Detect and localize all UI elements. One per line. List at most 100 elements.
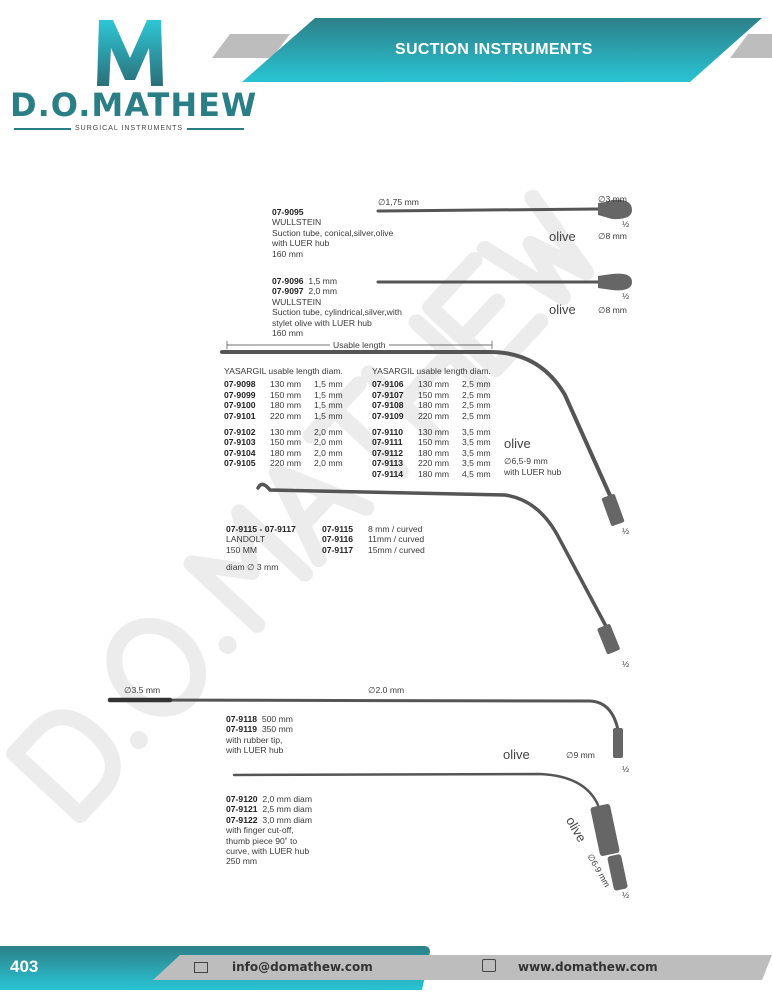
item-length: 250 mm — [226, 856, 258, 867]
landolt-items: 07-9115 8 mm / curved 07-9116 11mm / curved… — [322, 524, 425, 555]
item-diameter: 1,5 mm — [314, 389, 343, 400]
item-diameter: 2,0 mm — [314, 427, 343, 438]
email-link[interactable]: info@domathew.com — [232, 960, 373, 974]
item-diameter: 4,5 mm — [462, 468, 491, 479]
item-code: 07-9104 — [224, 447, 256, 458]
olive-label: olive — [549, 302, 576, 317]
item-code: 07-9122 — [226, 814, 258, 825]
item-code: 07-9110 — [372, 427, 404, 438]
scale-label: ½ — [622, 890, 630, 900]
long-tube — [108, 698, 620, 732]
item-desc: Suction tube, cylindrical,silver,with — [272, 307, 402, 318]
item-diameter: 2,0 mm — [314, 447, 343, 458]
yasargil-tube — [220, 350, 614, 502]
olive-diameter: ∅6,5-9 mm — [504, 456, 548, 466]
item-diameter: 2,0 mm — [314, 437, 343, 448]
page-title: SUCTION INSTRUMENTS — [395, 41, 593, 58]
instrument-drawings — [107, 199, 632, 891]
item-diameter: 3,5 mm — [462, 447, 491, 458]
item-desc: with LUER hub — [226, 745, 284, 756]
item-code: 07-9112 — [372, 447, 404, 458]
item-diameter: 1,5 mm — [314, 410, 343, 421]
page-number: 403 — [10, 957, 39, 976]
item-code: 07-9117 — [322, 544, 354, 555]
item-desc: with rubber tip, — [226, 734, 283, 745]
item-length: 160 mm — [272, 248, 304, 259]
header-banner — [212, 18, 772, 82]
item-length: 130 mm — [418, 379, 450, 390]
item-length: 130 mm — [270, 379, 302, 390]
table-row: 07-9115 8 mm / curved — [322, 524, 425, 534]
wullstein-cylindrical-desc: 07-9096 1,5 mm 07-9097 2,0 mm WULLSTEIN … — [272, 276, 402, 338]
item-code: 07-9107 — [372, 389, 404, 400]
item-desc: curve, with LUER hub — [226, 846, 310, 857]
olive-diameter: ∅9 mm — [566, 750, 595, 760]
item-code: 07-9119 — [226, 724, 258, 735]
olive-diameter: ∅8 mm — [598, 305, 627, 315]
item-length: 8 mm / curved — [368, 524, 423, 534]
item-code: 07-9103 — [224, 437, 256, 448]
footer-bar — [0, 946, 772, 990]
item-length: 160 mm — [272, 328, 304, 339]
tip-diameter-label: ∅3.5 mm — [124, 685, 161, 695]
item-length: 150 mm — [418, 389, 450, 400]
scale-label: ½ — [622, 526, 630, 536]
website-link[interactable]: www.domathew.com — [518, 960, 658, 974]
item-length: 220 mm — [418, 410, 450, 421]
item-length: 500 mm — [261, 714, 293, 724]
item-length: 11mm / curved — [368, 534, 425, 545]
item-name: WULLSTEIN — [272, 217, 322, 228]
scale-label: ½ — [622, 291, 630, 301]
item-code: 07-9097 — [272, 286, 304, 297]
item-code: 07-9113 — [372, 458, 404, 469]
item-length: 180 mm — [418, 400, 450, 411]
item-length: 150 mm — [270, 437, 302, 448]
item-length: 130 mm — [418, 427, 450, 438]
table-row: 07-9110 130 mm 3,5 mm — [372, 427, 491, 437]
usable-length-label: Usable length — [330, 340, 389, 351]
item-size: 1,5 mm — [308, 276, 337, 286]
item-diameter: diam ∅ 3 mm — [226, 562, 279, 573]
item-diameter: 3,5 mm — [462, 427, 491, 438]
item-code: 07-9111 — [372, 437, 403, 448]
item-diameter: 2,0 mm diam — [262, 794, 312, 804]
olive-label: olive — [549, 229, 576, 244]
item-desc: stylet olive with LUER hub — [272, 317, 372, 328]
item-code: 07-9101 — [224, 410, 256, 421]
item-length: 150 MM — [226, 544, 258, 555]
item-code: 07-9098 — [224, 379, 256, 390]
item-code: 07-9116 — [322, 534, 354, 545]
item-code: 07-9115 - 07-9117 — [226, 524, 296, 534]
item-diameter: 1,5 mm — [314, 400, 343, 411]
item-code: 07-9115 — [322, 524, 354, 534]
scale-label: ½ — [622, 659, 630, 669]
item-code: 07-9106 — [372, 379, 404, 390]
item-length: 350 mm — [261, 724, 293, 735]
item-size: 2,0 mm — [308, 286, 337, 297]
long-tube-desc: 07-9118 500 mm 07-9119 350 mm with rubbe… — [226, 714, 293, 756]
item-diameter: 2,5 mm — [462, 410, 491, 421]
item-diameter: 2,5 mm — [462, 389, 491, 400]
brand-name: D.O.MATHEW — [10, 86, 258, 124]
item-code: 07-9102 — [224, 427, 256, 438]
olive-diameter: ∅8 mm — [598, 231, 627, 241]
table-row: 07-9107 150 mm 2,5 mm — [372, 390, 491, 400]
item-diameter: 2,0 mm — [314, 458, 343, 469]
item-code: 07-9121 — [226, 804, 258, 815]
table-header: YASARGIL usable length diam. — [372, 366, 491, 376]
item-desc: Suction tube, conical,silver,olive — [272, 227, 394, 238]
item-code: 07-9114 — [372, 468, 404, 479]
olive-label: olive — [503, 747, 530, 762]
tagline-text: SURGICAL INSTRUMENTS — [74, 125, 184, 132]
item-length: 220 mm — [270, 458, 302, 469]
